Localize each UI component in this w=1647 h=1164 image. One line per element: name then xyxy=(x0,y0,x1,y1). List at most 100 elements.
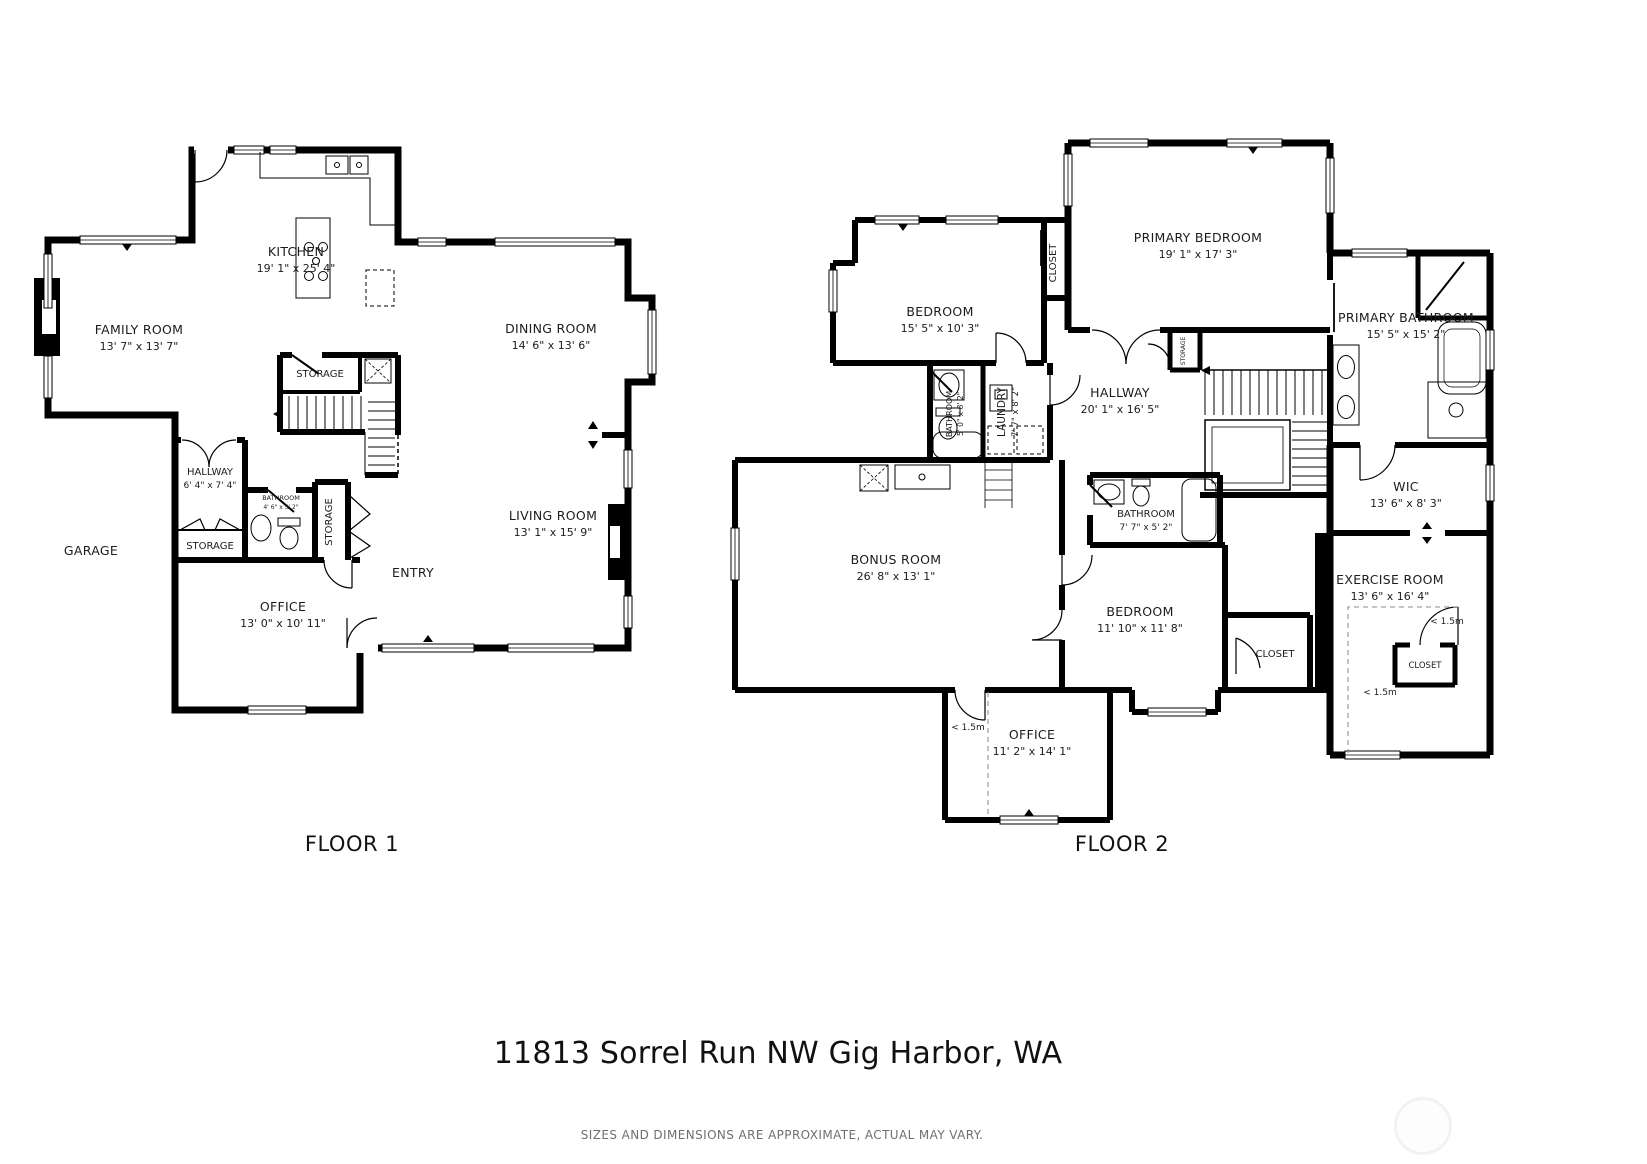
stair-arrow-icon xyxy=(273,409,282,419)
room-label-bathroom-small: BATHROOM xyxy=(945,391,954,437)
room-dims-kitchen: 19' 1" x 25' 4" xyxy=(257,262,336,275)
window-icon xyxy=(43,355,53,399)
bathroom-sink-icon xyxy=(1097,483,1121,501)
room-dims-bathroom-small: 5' 0" x 8' 2" xyxy=(956,392,965,436)
door-arc-icon xyxy=(1419,606,1459,646)
door-arc-icon xyxy=(1061,554,1093,586)
dryer-icon xyxy=(1016,425,1044,455)
room-dims-primary-bedroom: 19' 1" x 17' 3" xyxy=(1159,248,1238,261)
room-label-bathroom: BATHROOM xyxy=(262,494,300,502)
room-dims-dining-room: 14' 6" x 13' 6" xyxy=(512,339,591,352)
low-clearance-label: < 1.5m xyxy=(951,723,984,733)
opening-arrow-icon xyxy=(1024,809,1034,816)
toilet-icon xyxy=(277,517,301,550)
room-label-office: OFFICE xyxy=(260,599,306,614)
stair-arrow-icon xyxy=(1201,366,1210,375)
bathtub-icon xyxy=(932,431,984,459)
window-icon xyxy=(1226,138,1283,148)
room-label-primary-bathroom: PRIMARY BATHROOM xyxy=(1338,310,1474,325)
room-dims-wic: 13' 6" x 8' 3" xyxy=(1370,497,1442,510)
room-label-exercise-room: EXERCISE ROOM xyxy=(1336,572,1444,587)
low-clearance-label: < 1.5m xyxy=(1363,688,1396,698)
window-icon xyxy=(623,595,633,629)
opening-arrow-icon xyxy=(1422,537,1432,544)
window-icon xyxy=(1063,153,1073,207)
window-icon xyxy=(417,237,447,247)
opening-arrow-icon xyxy=(122,244,132,251)
door-arc-icon xyxy=(323,559,353,589)
room-label-dining-room: DINING ROOM xyxy=(505,321,597,336)
door-arc-icon xyxy=(954,689,986,721)
room-dims-bedroom-mid: 11' 10" x 11' 8" xyxy=(1097,622,1183,635)
room-label-closet-primary: CLOSET xyxy=(1048,243,1059,283)
room-label-closet-exercise: CLOSET xyxy=(1408,661,1442,671)
window-icon xyxy=(945,215,999,225)
room-label-living-room: LIVING ROOM xyxy=(509,508,597,523)
closet-door-icon xyxy=(1235,637,1261,674)
room-label-family-room: FAMILY ROOM xyxy=(95,322,183,337)
room-dims-laundry: 7' 7" x 8' 2" xyxy=(1011,387,1021,437)
floor2-title: FLOOR 2 xyxy=(1074,832,1170,856)
bathroom-sink-icon xyxy=(938,372,960,398)
window-icon xyxy=(43,253,53,309)
door-leaf-icon xyxy=(1425,261,1465,311)
room-label-kitchen: KITCHEN xyxy=(268,244,324,259)
window-icon xyxy=(647,309,657,375)
floor2-plan: PRIMARY BEDROOM 19' 1" x 17' 3" BEDROOM … xyxy=(730,138,1495,825)
room-label-wic: WIC xyxy=(1393,479,1419,494)
door-arc-icon xyxy=(194,149,228,183)
floor1-title: FLOOR 1 xyxy=(304,832,400,856)
opening-arrow-icon xyxy=(1248,147,1258,154)
room-label-storage2: STORAGE xyxy=(1180,337,1187,366)
door-arc-icon xyxy=(1147,343,1171,367)
floor2-windows xyxy=(730,138,1495,825)
opening-arrow-icon xyxy=(588,441,598,449)
room-label-primary-bedroom: PRIMARY BEDROOM xyxy=(1134,230,1263,245)
cooktop-icon xyxy=(304,242,328,281)
room-label-entry: ENTRY xyxy=(392,565,434,580)
window-icon xyxy=(828,269,838,313)
sink-icon xyxy=(325,155,349,175)
floor1-windows xyxy=(43,145,657,715)
window-icon xyxy=(381,643,475,653)
toilet-icon xyxy=(935,407,961,440)
window-icon xyxy=(494,237,616,247)
door-arc-icon xyxy=(1049,374,1081,406)
hatch-box-icon xyxy=(364,358,392,384)
floor1-plan: KITCHEN 19' 1" x 25' 4" FAMILY ROOM 13' … xyxy=(34,145,657,715)
low-clearance-label: < 1.5m xyxy=(1430,617,1463,627)
window-icon xyxy=(1351,248,1408,258)
room-label-bathroom-mid: BATHROOM xyxy=(1117,509,1175,520)
room-dims-hallway2: 20' 1" x 16' 5" xyxy=(1081,403,1160,416)
room-dims-primary-bathroom: 15' 5" x 15' 2" xyxy=(1367,328,1446,341)
room-label-storage-entry: STORAGE xyxy=(324,498,335,546)
bathroom-sink-icon xyxy=(250,514,272,542)
room-label-laundry: LAUNDRY xyxy=(996,386,1008,437)
shower-icon xyxy=(1427,381,1487,439)
washer-icon xyxy=(989,384,1013,412)
room-label-hallway2: HALLWAY xyxy=(1090,385,1150,400)
room-label-bedroom-mid: BEDROOM xyxy=(1106,604,1173,619)
room-dims-office: 13' 0" x 10' 11" xyxy=(240,617,326,630)
room-label-closet-bedroom: CLOSET xyxy=(1256,649,1296,660)
window-icon xyxy=(79,235,177,245)
sink-icon xyxy=(349,155,369,175)
door-arc-icon xyxy=(346,617,378,649)
vanity-icon xyxy=(1332,344,1360,426)
toilet-icon xyxy=(1131,478,1151,507)
property-address: 11813 Sorrel Run NW Gig Harbor, WA xyxy=(493,1036,1063,1071)
opening-arrow-icon xyxy=(588,421,598,429)
opening-arrow-icon xyxy=(423,635,433,642)
step-lines-icon xyxy=(984,459,1013,508)
window-icon xyxy=(999,815,1059,825)
watermark-logo-icon xyxy=(1394,1097,1452,1155)
window-icon xyxy=(507,643,595,653)
room-label-garage: GARAGE xyxy=(64,543,118,558)
window-icon xyxy=(1089,138,1149,148)
dryer-icon xyxy=(987,425,1015,455)
vanity-icon xyxy=(1093,479,1125,505)
floor1-doors xyxy=(179,145,378,653)
island-icon xyxy=(295,217,331,299)
window-icon xyxy=(1344,750,1401,760)
opening-arrow-icon xyxy=(1422,522,1432,529)
